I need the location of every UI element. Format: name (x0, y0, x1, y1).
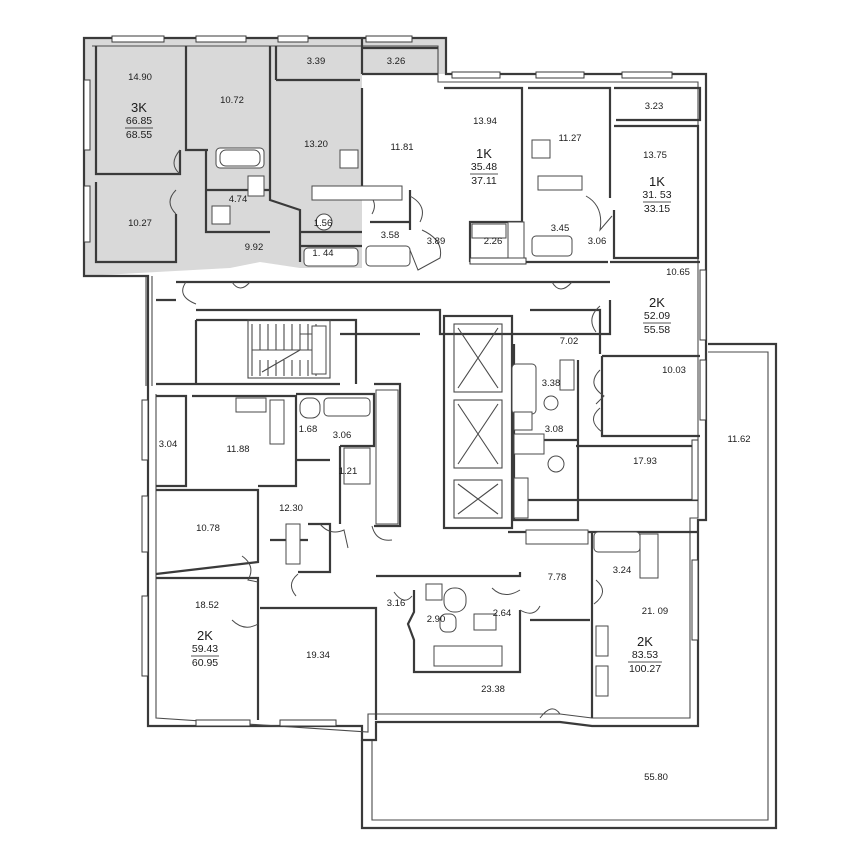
room-area-label: 11.27 (558, 133, 581, 144)
apartment-type: 1K (476, 146, 492, 161)
apartment-2k-upper-label: 2K 52.09 55.58 (643, 295, 671, 336)
apartment-living-area: 35.48 (471, 161, 497, 173)
apartment-type: 2K (197, 628, 213, 643)
room-area-label: 1.56 (314, 218, 333, 229)
room-area-label: 1.68 (299, 424, 318, 435)
terrace-right (360, 342, 778, 830)
room-area-label: 10.27 (128, 218, 152, 229)
apartment-type: 1K (649, 174, 665, 189)
room-area-label: 12.30 (279, 503, 303, 514)
room-area-label: 3.89 (427, 236, 446, 247)
room-area-label: 2.26 (484, 236, 503, 247)
apartment-total-area: 100.27 (629, 663, 661, 675)
room-area-label: 10.03 (662, 365, 686, 376)
room-area-label: 3.58 (381, 230, 400, 241)
apartment-living-area: 52.09 (644, 310, 670, 322)
room-area-label: 3.16 (387, 598, 406, 609)
room-area-label: 13.75 (643, 150, 667, 161)
room-area-label: 10.72 (220, 95, 244, 106)
partition-upper (94, 38, 702, 264)
room-area-label: 55.80 (644, 772, 668, 783)
room-area-label: 9.92 (245, 242, 264, 253)
room-area-label: 18.52 (195, 600, 219, 611)
terrace-left (145, 276, 153, 386)
room-area-label: 3.26 (387, 56, 406, 67)
apartment-1k-left-label: 1K 35.48 37.11 (470, 146, 498, 187)
room-area-label: 3.06 (588, 236, 607, 247)
apartment-living-area: 66.85 (126, 115, 152, 127)
highlighted-apartment-3k (84, 38, 446, 276)
room-area-label: 7.78 (548, 572, 567, 583)
room-area-label: 4.74 (229, 194, 248, 205)
building-outline-inner (92, 45, 699, 733)
apartment-type: 2K (637, 634, 653, 649)
room-area-label: 3.45 (551, 223, 570, 234)
room-area-label: 7.02 (560, 336, 579, 347)
apartment-3k-label: 3K 66.85 68.55 (125, 100, 153, 141)
apartment-living-area: 83.53 (632, 649, 658, 661)
terrace-right-inner (371, 351, 769, 821)
elevator-shafts (442, 314, 514, 530)
partition-left-middle (155, 382, 402, 576)
room-area-label: 3.23 (645, 101, 664, 112)
room-area-label: 11.81 (390, 142, 413, 153)
apartment-2k-left-label: 2K 59.43 60.95 (191, 628, 219, 669)
apartment-living-area: 31. 53 (642, 189, 671, 201)
door-swings (169, 149, 613, 719)
partition-right-middle (512, 260, 700, 522)
room-area-label: 3.04 (159, 439, 178, 450)
apartment-labels: 3K 66.85 68.55 1K 35.48 37.11 1K 31. 53 … (125, 100, 672, 675)
apartment-1k-right-label: 1K 31. 53 33.15 (642, 174, 671, 215)
room-area-label: 3.08 (545, 424, 564, 435)
room-area-label: 21. 09 (642, 606, 668, 617)
apartment-2k-right-label: 2K 83.53 100.27 (628, 634, 662, 675)
room-area-label: 13.20 (304, 139, 328, 150)
room-area-label: 3.24 (613, 565, 632, 576)
room-area-label: 14.90 (128, 72, 152, 83)
windows (83, 35, 707, 727)
room-area-label: 17.93 (633, 456, 657, 467)
room-area-label: 23.38 (481, 684, 505, 695)
apartment-total-area: 33.15 (644, 203, 670, 215)
apartment-total-area: 37.11 (471, 175, 497, 187)
room-area-label: 19.34 (306, 650, 330, 661)
room-labels: 14.90 10.72 3.39 3.26 13.20 11.81 13.94 … (128, 56, 750, 783)
room-area-label: 1. 44 (312, 248, 333, 259)
apartment-type: 3K (131, 100, 147, 115)
room-area-label: 13.94 (473, 116, 497, 127)
apartment-type: 2K (649, 295, 665, 310)
room-area-label: 11.88 (226, 444, 249, 455)
apartment-total-area: 68.55 (126, 129, 152, 141)
room-area-label: 3.39 (307, 56, 326, 67)
room-area-label: 11.62 (727, 434, 750, 445)
room-area-label: 1.21 (339, 466, 358, 477)
room-area-label: 10.65 (666, 267, 690, 278)
room-area-label: 3.06 (333, 430, 352, 441)
corridor-walls (156, 280, 612, 386)
apartment-living-area: 59.43 (192, 643, 218, 655)
room-area-label: 10.78 (196, 523, 220, 534)
room-area-label: 3.38 (542, 378, 561, 389)
fixtures (211, 139, 659, 697)
apartment-total-area: 60.95 (192, 657, 218, 669)
room-area-label: 2.90 (427, 614, 446, 625)
apartment-total-area: 55.58 (644, 324, 670, 336)
room-area-label: 2.64 (493, 608, 512, 619)
